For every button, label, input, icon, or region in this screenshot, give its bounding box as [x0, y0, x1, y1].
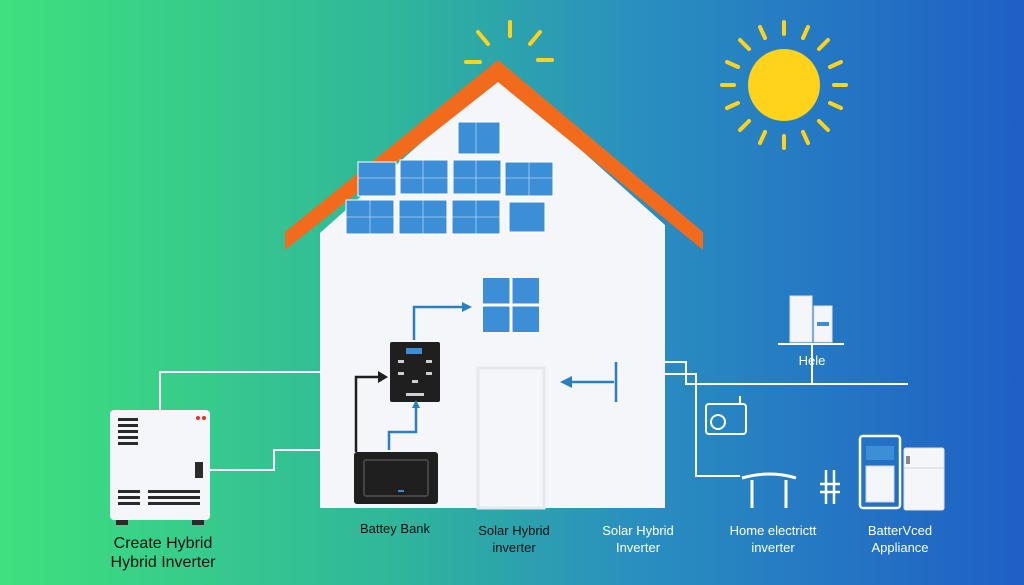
home-electrict-line2: inverter	[751, 540, 795, 555]
window-icon	[483, 278, 539, 332]
home-electrict-line1: Home electrictt	[729, 523, 817, 538]
hele-label: Hele	[798, 353, 826, 368]
battery-bank-label: Battey Bank	[359, 521, 431, 536]
battervced-line1: BatterVced	[867, 523, 933, 538]
door	[476, 366, 546, 510]
wiring	[159, 344, 908, 477]
home-electrict-inverter-label: Home electrictt inverter	[718, 522, 828, 556]
sun-icon	[720, 20, 848, 150]
hybrid-inverter-label: Create Hybrid Hybrid Inverter	[98, 534, 228, 572]
solar-hybrid-2-line2: Inverter	[615, 540, 661, 555]
sun-rays-icon	[464, 20, 554, 64]
appliance-icon	[858, 434, 945, 511]
hybrid-inverter-icon	[110, 410, 210, 525]
hybrid-inverter-label-line2: Hybrid Inverter	[110, 554, 216, 571]
arrow-heads	[412, 302, 572, 408]
battervced-line2: Appliance	[871, 540, 929, 555]
solar-hybrid-inverter-label-2: Solar Hybrid Inverter	[590, 522, 686, 556]
solar-hybrid-1-line2: inverter	[492, 540, 536, 555]
solar-hybrid-1-line1: Solar Hybrid	[478, 523, 550, 538]
battery-bank-icon	[354, 452, 438, 504]
battervced-appliance-label: BatterVced Appliance	[850, 522, 950, 556]
plug-icon	[820, 470, 840, 504]
hybrid-inverter-label-line1: Create Hybrid	[113, 535, 213, 552]
table-icon	[741, 472, 797, 508]
refrigerator-icon	[778, 295, 844, 345]
black-arrow	[354, 375, 380, 452]
solar-hybrid-2-line1: Solar Hybrid	[602, 523, 674, 538]
inverter-panel-icon	[390, 342, 440, 402]
washing-machine-icon	[705, 396, 747, 435]
arrow-icon	[387, 305, 618, 450]
solar-hybrid-inverter-label-1: Solar Hybrid inverter	[466, 522, 562, 556]
